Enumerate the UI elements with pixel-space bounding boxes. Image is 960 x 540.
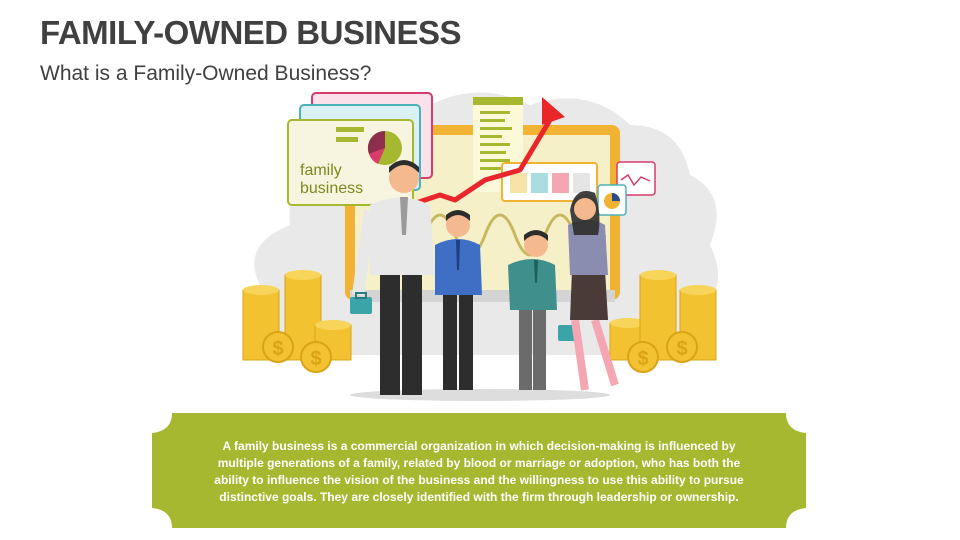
svg-text:$: $ (310, 348, 321, 370)
dollar-coin-icon: $ (627, 341, 659, 373)
briefcase-icon (350, 292, 372, 314)
pie-chart-icon (367, 130, 402, 165)
growth-arrow-icon (379, 118, 553, 218)
dollar-coin-icon: $ (666, 331, 698, 363)
person-mother (568, 191, 619, 391)
banner-shape (152, 413, 806, 528)
page-subtitle: What is a Family-Owned Business? (40, 62, 372, 85)
board-label-line1: family (300, 162, 342, 179)
board-label-line2: business (300, 180, 363, 197)
dollar-coin-icon: $ (262, 331, 294, 363)
family-business-illustration: family business $ $ (242, 92, 718, 401)
definition-text: A family business is a commercial organi… (214, 439, 744, 504)
svg-text:$: $ (272, 338, 283, 360)
dollar-coin-icon: $ (300, 341, 332, 373)
svg-text:$: $ (637, 348, 648, 370)
person-father (352, 160, 435, 395)
page-title: FAMILY-OWNED BUSINESS (40, 14, 462, 51)
person-son-blue (435, 210, 482, 390)
definition-banner: A family business is a commercial organi… (152, 413, 806, 528)
person-son-teal (508, 230, 557, 390)
svg-text:$: $ (676, 338, 687, 360)
